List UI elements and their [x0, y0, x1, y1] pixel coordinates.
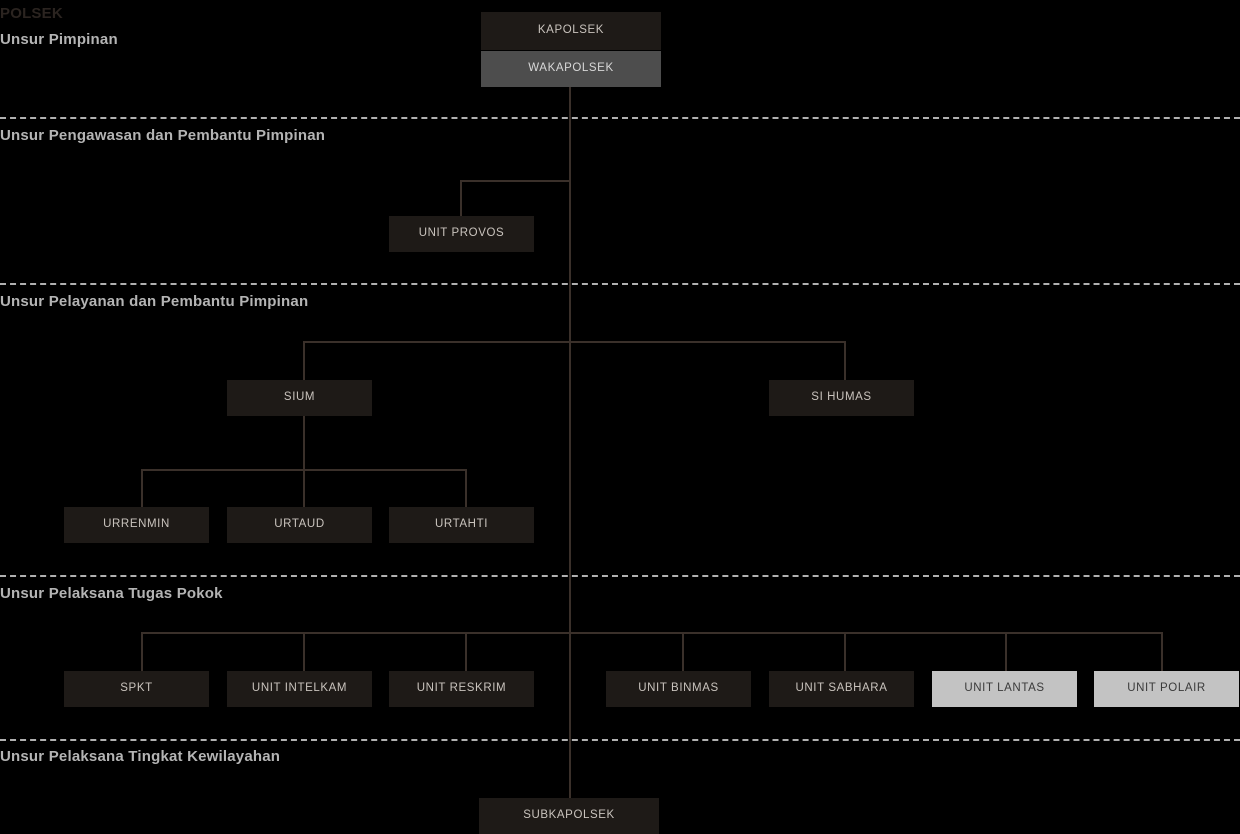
node-spkt[interactable]: SPKT: [64, 671, 209, 707]
node-kapolsek[interactable]: KAPOLSEK: [481, 12, 661, 50]
urrenmin-stub: [141, 469, 143, 507]
provos-connector-vertical: [460, 180, 462, 216]
node-unit-polair[interactable]: UNIT POLAIR: [1094, 671, 1239, 707]
node-urtaud[interactable]: URTAUD: [227, 507, 372, 543]
band-title-pelayanan: Unsur Pelayanan dan Pembantu Pimpinan: [0, 293, 309, 310]
spkt-stub: [141, 632, 143, 671]
page-title: POLSEK: [0, 5, 63, 22]
node-wakapolsek[interactable]: WAKAPOLSEK: [481, 51, 661, 87]
node-subkapolsek[interactable]: SUBKAPOLSEK: [479, 798, 659, 834]
urtahti-stub: [465, 469, 467, 507]
unit-polair-stub: [1161, 632, 1163, 671]
band-title-pimpinan: Unsur Pimpinan: [0, 31, 118, 48]
unit-reskrim-stub: [465, 632, 467, 671]
node-urtahti[interactable]: URTAHTI: [389, 507, 534, 543]
unit-lantas-stub: [1005, 632, 1007, 671]
urtaud-stub: [303, 469, 305, 507]
unit-intelkam-stub: [303, 632, 305, 671]
node-unit-intelkam[interactable]: UNIT INTELKAM: [227, 671, 372, 707]
band-title-pengawasan: Unsur Pengawasan dan Pembantu Pimpinan: [0, 127, 326, 144]
pelayanan-branch-bar: [303, 341, 846, 343]
band-title-tugas-pokok: Unsur Pelaksana Tugas Pokok: [0, 585, 223, 602]
provos-connector-horizontal: [460, 180, 571, 182]
sium-branch-stub: [303, 341, 305, 380]
divider-pengawasan: [0, 117, 1240, 119]
sium-down-line: [303, 415, 305, 471]
node-urrenmin[interactable]: URRENMIN: [64, 507, 209, 543]
unit-binmas-stub: [682, 632, 684, 671]
node-unit-provos[interactable]: UNIT PROVOS: [389, 216, 534, 252]
band-title-kewilayahan: Unsur Pelaksana Tingkat Kewilayahan: [0, 748, 281, 765]
sihumas-branch-stub: [844, 341, 846, 380]
tugas-pokok-branch-bar: [141, 632, 1163, 634]
main-trunk-line: [569, 87, 571, 799]
node-si-humas[interactable]: SI HUMAS: [769, 380, 914, 416]
node-unit-lantas[interactable]: UNIT LANTAS: [932, 671, 1077, 707]
divider-kewilayahan: [0, 739, 1240, 741]
node-unit-binmas[interactable]: UNIT BINMAS: [606, 671, 751, 707]
divider-tugas-pokok: [0, 575, 1240, 577]
unit-sabhara-stub: [844, 632, 846, 671]
divider-pelayanan: [0, 283, 1240, 285]
node-sium[interactable]: SIUM: [227, 380, 372, 416]
node-unit-sabhara[interactable]: UNIT SABHARA: [769, 671, 914, 707]
node-unit-reskrim[interactable]: UNIT RESKRIM: [389, 671, 534, 707]
